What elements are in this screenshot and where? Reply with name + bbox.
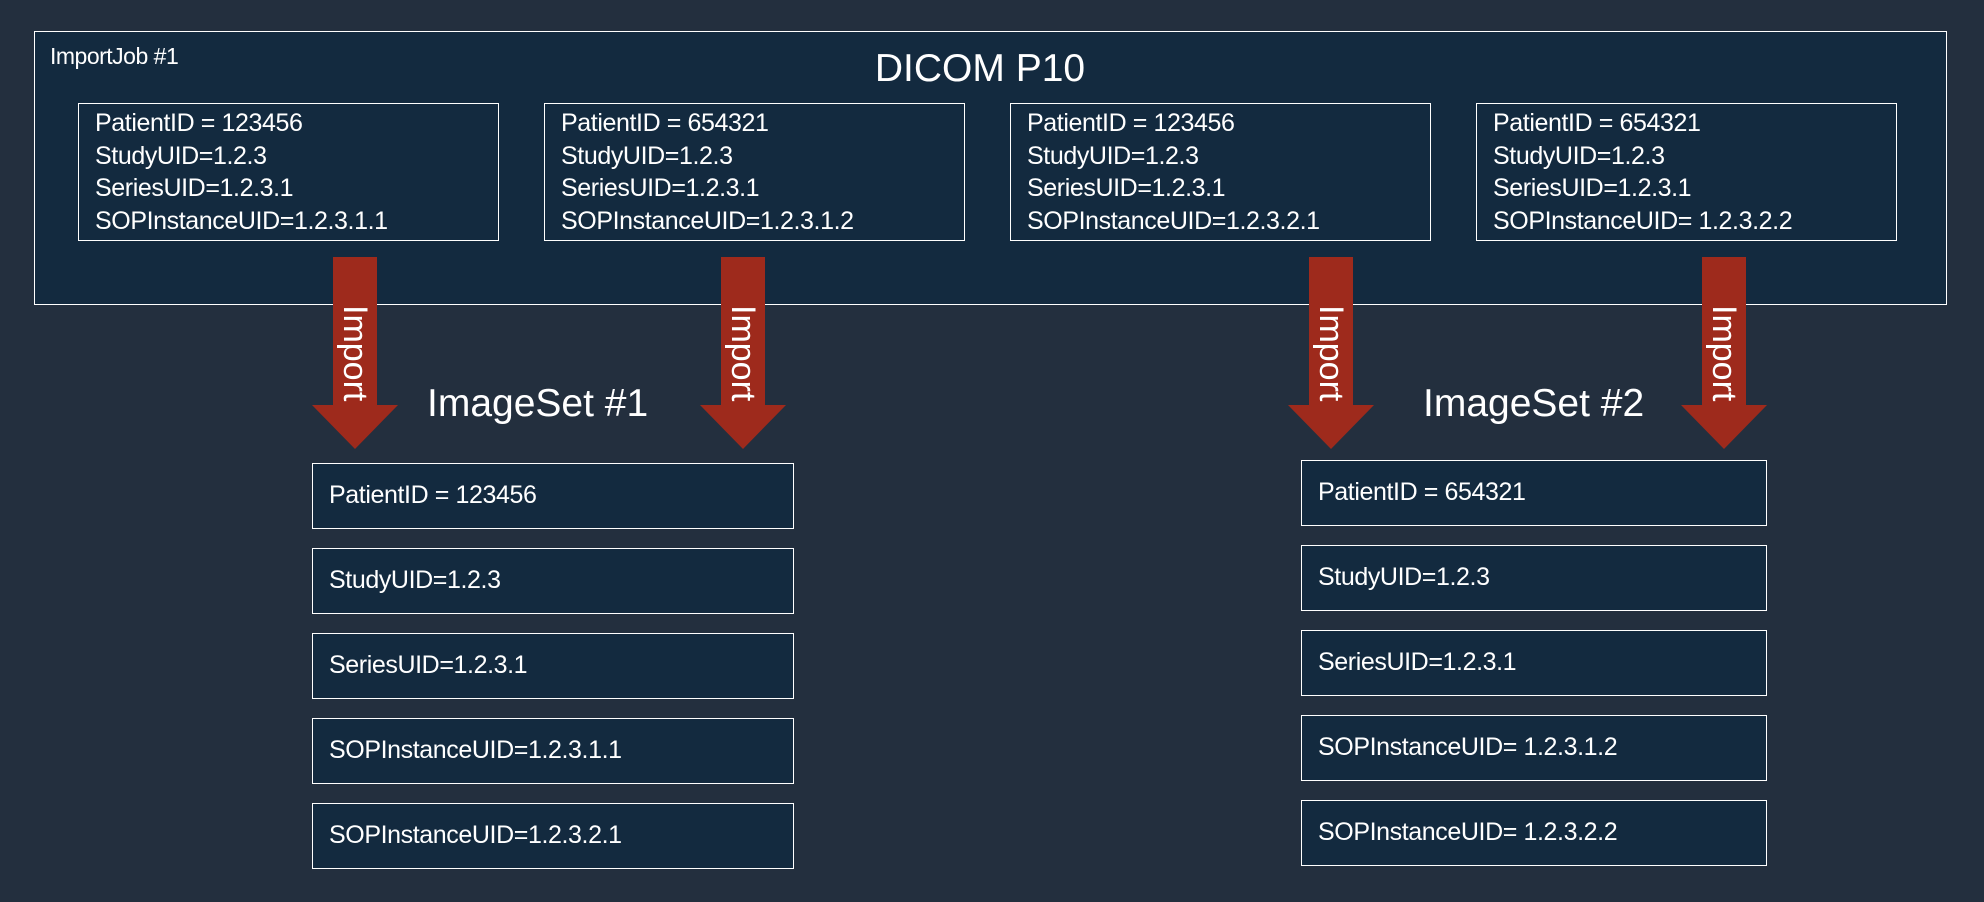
- image-set-title: ImageSet #1: [427, 382, 649, 425]
- file-study-uid: StudyUID=1.2.3: [561, 141, 733, 170]
- import-arrow: Import: [1681, 257, 1767, 449]
- file-study-uid: StudyUID=1.2.3: [95, 141, 267, 170]
- file-series-uid: SeriesUID=1.2.3.1: [95, 174, 294, 202]
- file-sop-instance-uid: SOPInstanceUID=1.2.3.1.2: [561, 206, 854, 235]
- image-set-row: PatientID = 123456: [312, 463, 794, 529]
- arrow-down-icon: [700, 257, 786, 449]
- file-sop-instance-uid: SOPInstanceUID=1.2.3.2.1: [1027, 206, 1320, 235]
- file-study-uid: StudyUID=1.2.3: [1493, 141, 1665, 170]
- image-set-row: SeriesUID=1.2.3.1: [1301, 630, 1767, 696]
- import-arrow-label: Import: [1705, 304, 1743, 402]
- import-job-label: ImportJob #1: [50, 43, 179, 69]
- file-patient-id: PatientID = 654321: [1493, 109, 1701, 137]
- file-sop-instance-uid: SOPInstanceUID= 1.2.3.2.2: [1493, 206, 1793, 235]
- arrow-down-icon: [1288, 257, 1374, 449]
- image-set-row: SOPInstanceUID=1.2.3.1.1: [312, 718, 794, 784]
- file-study-uid: StudyUID=1.2.3: [1027, 141, 1199, 170]
- import-arrow-label: Import: [1312, 304, 1350, 402]
- dicom-file-box: PatientID = 123456 StudyUID=1.2.3 Series…: [78, 103, 499, 241]
- file-series-uid: SeriesUID=1.2.3.1: [1027, 174, 1226, 202]
- arrow-down-icon: [1681, 257, 1767, 449]
- import-arrow-label: Import: [336, 304, 374, 402]
- dicom-file-box: PatientID = 123456 StudyUID=1.2.3 Series…: [1010, 103, 1431, 241]
- file-series-uid: SeriesUID=1.2.3.1: [1493, 174, 1692, 202]
- import-arrow: Import: [700, 257, 786, 449]
- import-arrow: Import: [312, 257, 398, 449]
- arrow-down-icon: [312, 257, 398, 449]
- image-set-row: SeriesUID=1.2.3.1: [312, 633, 794, 699]
- image-set-title: ImageSet #2: [1423, 382, 1645, 425]
- import-arrow-label: Import: [724, 304, 762, 402]
- image-set-row: StudyUID=1.2.3: [312, 548, 794, 614]
- dicom-file-box: PatientID = 654321 StudyUID=1.2.3 Series…: [544, 103, 965, 241]
- image-set-row: SOPInstanceUID=1.2.3.2.1: [312, 803, 794, 869]
- file-series-uid: SeriesUID=1.2.3.1: [561, 174, 760, 202]
- file-patient-id: PatientID = 654321: [561, 109, 769, 137]
- image-set-row: SOPInstanceUID= 1.2.3.1.2: [1301, 715, 1767, 781]
- image-set-row: SOPInstanceUID= 1.2.3.2.2: [1301, 800, 1767, 866]
- image-set-row: PatientID = 654321: [1301, 460, 1767, 526]
- file-patient-id: PatientID = 123456: [95, 109, 303, 137]
- file-sop-instance-uid: SOPInstanceUID=1.2.3.1.1: [95, 206, 388, 235]
- import-job-title: DICOM P10: [874, 47, 1086, 90]
- file-patient-id: PatientID = 123456: [1027, 109, 1235, 137]
- image-set-row: StudyUID=1.2.3: [1301, 545, 1767, 611]
- dicom-file-box: PatientID = 654321 StudyUID=1.2.3 Series…: [1476, 103, 1897, 241]
- import-arrow: Import: [1288, 257, 1374, 449]
